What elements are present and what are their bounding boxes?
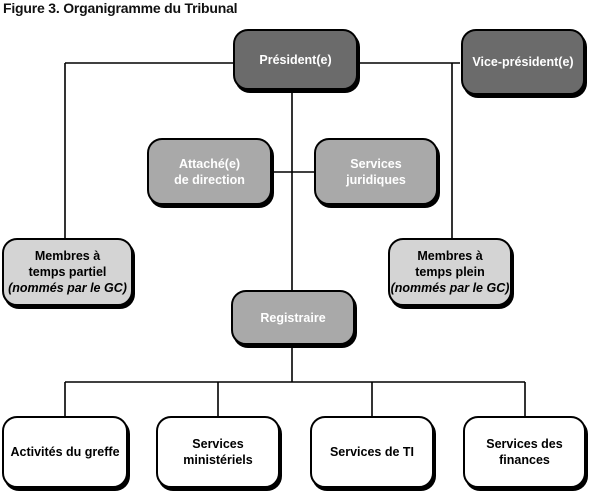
node-membres-temps-plein: Membres à temps plein (nommés par le GC) [388, 238, 512, 306]
node-services-des-finances: Services des finances [463, 416, 586, 488]
node-vice-president: Vice-président(e) [461, 29, 585, 95]
node-services-ministeriels: Services ministériels [156, 416, 280, 488]
node-registraire: Registraire [231, 290, 355, 345]
node-president: Président(e) [233, 29, 358, 90]
node-services-de-ti: Services de TI [310, 416, 434, 488]
figure-title: Figure 3. Organigramme du Tribunal [3, 0, 238, 16]
node-attache-de-direction: Attaché(e) de direction [147, 138, 272, 205]
node-services-juridiques: Services juridiques [314, 138, 438, 205]
node-activites-du-greffe: Activités du greffe [2, 416, 128, 488]
node-membres-temps-partiel: Membres à temps partiel (nommés par le G… [2, 238, 133, 306]
